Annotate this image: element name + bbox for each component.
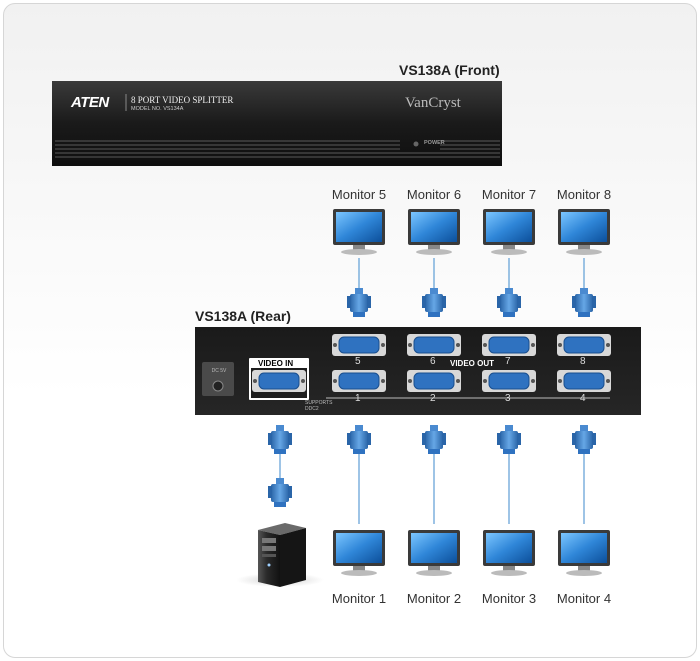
- monitor-7-icon: [483, 209, 535, 255]
- supports-label: SUPPORTS DDC2: [305, 400, 333, 412]
- port-number-6: 6: [430, 356, 436, 367]
- power-led-icon: [413, 141, 419, 147]
- vga-connector-out-2-icon: [422, 425, 446, 454]
- monitor-4-icon: [558, 530, 610, 576]
- monitor-label-1: Monitor 1: [331, 591, 387, 606]
- port-number-7: 7: [505, 356, 511, 367]
- brand-logo: ATEN: [71, 94, 109, 111]
- vga-connector-out-8-icon: [572, 288, 596, 317]
- monitor-label-8: Monitor 8: [556, 187, 612, 202]
- rear-title: VS138A (Rear): [195, 308, 291, 324]
- rear-ports: [252, 334, 611, 392]
- vga-connector-pc-icon: [268, 478, 292, 507]
- monitor-label-4: Monitor 4: [556, 591, 612, 606]
- dc-jack-icon: [202, 362, 234, 396]
- monitor-3-icon: [483, 530, 535, 576]
- vga-port-out-2: [407, 370, 461, 392]
- connectors: [268, 288, 596, 507]
- video-out-label: VIDEO OUT: [450, 359, 495, 368]
- vga-connector-in-icon: [268, 425, 292, 454]
- vga-port-out-1: [332, 370, 386, 392]
- port-number-1: 1: [355, 393, 361, 404]
- front-device: [52, 81, 502, 166]
- vga-connector-out-4-icon: [572, 425, 596, 454]
- pc-tower-icon: [236, 523, 324, 587]
- vga-port-out-3: [482, 370, 536, 392]
- vancryst-logo: VanCryst: [405, 95, 461, 111]
- vga-connector-out-1-icon: [347, 425, 371, 454]
- product-name: 8 PORT VIDEO SPLITTER: [131, 95, 234, 105]
- monitor-label-3: Monitor 3: [481, 591, 537, 606]
- monitor-label-6: Monitor 6: [406, 187, 462, 202]
- monitor-6-icon: [408, 209, 460, 255]
- port-number-2: 2: [430, 393, 436, 404]
- vga-port-out-5: [332, 334, 386, 356]
- dc-label: DC 5V: [211, 368, 227, 374]
- vga-connector-out-5-icon: [347, 288, 371, 317]
- vga-connector-out-6-icon: [422, 288, 446, 317]
- vga-port-out-6: [407, 334, 461, 356]
- monitor-label-5: Monitor 5: [331, 187, 387, 202]
- port-number-4: 4: [580, 393, 586, 404]
- vga-connector-out-7-icon: [497, 288, 521, 317]
- video-in-label: VIDEO IN: [258, 359, 294, 368]
- vga-port-out-7: [482, 334, 536, 356]
- monitor-8-icon: [558, 209, 610, 255]
- model-number: MODEL NO. VS134A: [131, 106, 184, 112]
- cables: [279, 258, 585, 524]
- monitor-2-icon: [408, 530, 460, 576]
- monitor-1-icon: [333, 530, 385, 576]
- port-number-8: 8: [580, 356, 586, 367]
- monitor-label-2: Monitor 2: [406, 591, 462, 606]
- port-number-3: 3: [505, 393, 511, 404]
- port-number-5: 5: [355, 356, 361, 367]
- front-title: VS138A (Front): [399, 62, 500, 78]
- monitor-label-7: Monitor 7: [481, 187, 537, 202]
- monitor-5-icon: [333, 209, 385, 255]
- power-label: POWER: [424, 140, 445, 146]
- monitors: [333, 209, 610, 576]
- vga-port-out-4: [557, 370, 611, 392]
- vga-connector-out-3-icon: [497, 425, 521, 454]
- vga-port-in: [252, 370, 306, 392]
- vga-port-out-8: [557, 334, 611, 356]
